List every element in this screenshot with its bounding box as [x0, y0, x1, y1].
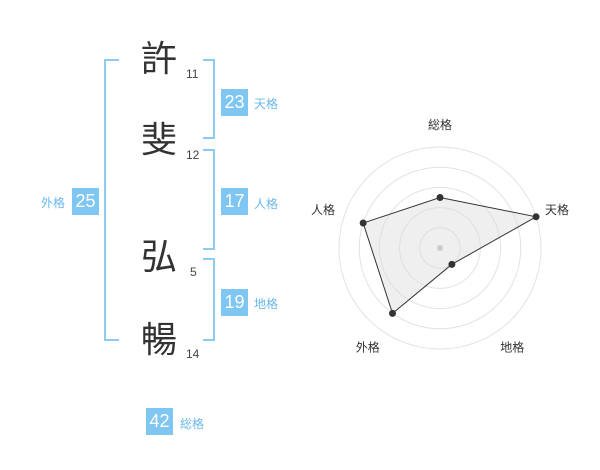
stroke-count-4: 14 — [186, 347, 200, 361]
radar-axis-label-5: 人格 — [311, 202, 335, 217]
radar-point-2 — [532, 213, 540, 221]
stroke-count-1: 11 — [186, 67, 199, 81]
tenkaku-value: 23 — [221, 89, 248, 116]
stroke-count-3: 5 — [190, 265, 197, 279]
tenkaku-label: 天格 — [254, 97, 279, 111]
jinkaku-value: 17 — [221, 188, 248, 215]
soukaku-label: 総格 — [180, 417, 205, 431]
name-char-1: 許 — [141, 39, 178, 80]
radar-point-4 — [389, 309, 397, 317]
radar-ring-5 — [338, 146, 542, 350]
radar-point-3 — [448, 260, 456, 268]
radar-ring-4 — [358, 166, 522, 330]
name-char-3: 弘 — [141, 237, 178, 278]
radar-point-5 — [359, 219, 367, 227]
chikaku-bracket — [203, 258, 215, 341]
jinkaku-bracket — [203, 149, 215, 250]
radar-ring-3 — [378, 186, 502, 310]
radar-axis-label-2: 天格 — [545, 202, 569, 217]
radar-axis-label-3: 地格 — [500, 340, 524, 355]
radar-polygon — [362, 196, 538, 315]
chikaku-value: 19 — [221, 289, 248, 316]
gaikaku-value: 25 — [72, 188, 99, 215]
soukaku-value: 42 — [146, 408, 173, 435]
radar-axis-label-1: 総格 — [428, 117, 452, 132]
stroke-count-2: 12 — [186, 148, 200, 162]
tenkaku-bracket — [203, 59, 215, 139]
radar-center-dot — [437, 245, 443, 251]
gaikaku-bracket — [104, 59, 119, 341]
radar-ring-1 — [419, 227, 461, 269]
name-char-4: 暢 — [141, 320, 178, 361]
chikaku-label: 地格 — [254, 297, 279, 311]
radar-point-1 — [436, 194, 444, 201]
radar-axis-label-4: 外格 — [356, 340, 380, 355]
name-char-2: 斐 — [141, 120, 178, 161]
jinkaku-label: 人格 — [254, 197, 279, 211]
gaikaku-label: 外格 — [41, 196, 66, 210]
